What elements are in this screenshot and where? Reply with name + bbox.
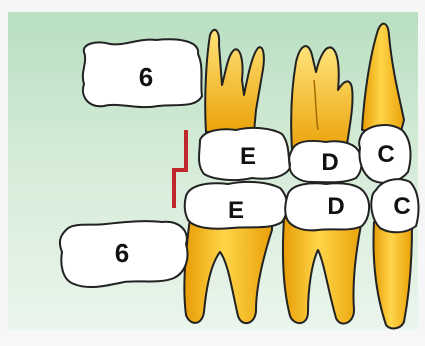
upper-d-crown: D [289,141,361,182]
upper-e-crown: E [199,128,290,180]
upper-c-root [362,24,404,135]
lower-d-crown: D [285,183,369,230]
lower-e-roots [184,218,272,323]
upper-e-label: E [240,143,256,170]
upper-c-label: C [377,141,394,168]
terminal-plane-step-marker [174,130,186,208]
lower-first-molar-label: 6 [115,238,129,268]
lower-e-label: E [228,197,244,224]
upper-first-molar-label: 6 [139,62,153,92]
upper-first-molar-6: 6 [83,39,202,107]
upper-c-crown: C [359,125,410,183]
upper-d-label: D [321,149,338,176]
lower-c-label: C [393,193,410,220]
upper-e-roots [205,30,264,132]
lower-c-crown: C [371,179,418,232]
lower-d-roots [283,218,362,324]
lower-d-label: D [327,193,344,220]
lower-e-crown: E [185,182,287,229]
lower-first-molar-6: 6 [60,221,188,287]
upper-d-roots [291,46,352,150]
lower-c-root [374,222,413,328]
